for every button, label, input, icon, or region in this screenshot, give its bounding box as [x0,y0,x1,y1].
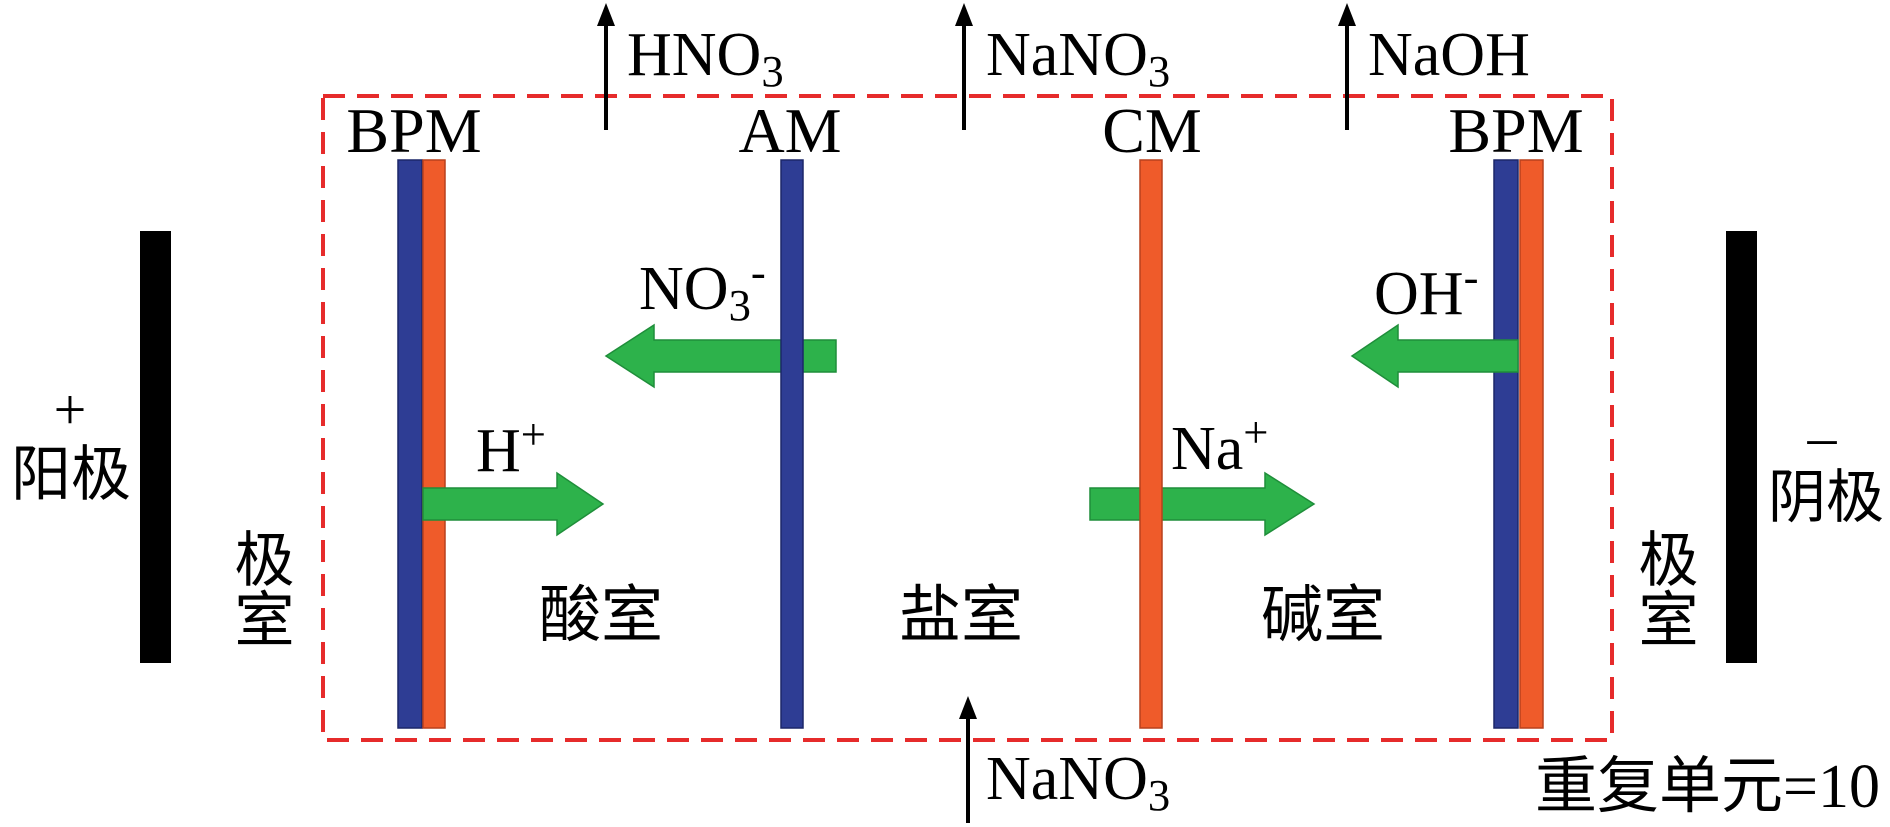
compartment-label-acid: 酸室 [538,582,664,650]
right-bpm-anion-layer [1493,159,1519,729]
nitrate-flow-arrow [604,323,837,389]
cathode-label: 阴极 [1767,465,1884,530]
feed-label-nano3: NaNO3 [986,745,1171,821]
salt-outlet-arrow [955,3,973,130]
cathode-sign: – [1807,404,1837,469]
anode-sign: + [53,377,87,442]
cathode-electrode [1726,231,1757,663]
ion-label-sodium: Na+ [1171,406,1269,483]
compartment-label-salt: 盐室 [898,582,1024,650]
outlet-label-naoh: NaOH [1368,21,1530,89]
membrane-label-cm: CM [1102,95,1202,166]
compartment-label-left-electrode: 极室 [226,528,292,648]
formula-subscript: 3 [1147,46,1171,97]
base-outlet-arrow [1338,3,1356,130]
right-bpm-cation-layer [1519,159,1544,729]
compartment-label-right-electrode: 极室 [1630,528,1696,648]
salt-feed-arrow [959,696,977,823]
ion-charge-superscript: - [1463,251,1479,302]
left-bpm-cation-layer [422,159,446,729]
membrane-label-right-bpm: BPM [1448,95,1584,166]
right-bipolar-membrane [1493,159,1544,729]
left-bpm-anion-layer [397,159,423,729]
formula-subscript: 3 [728,280,751,331]
membrane-label-left-bpm: BPM [346,95,482,166]
anode-electrode [140,231,171,663]
acid-outlet-arrow [597,3,615,130]
cation-exchange-membrane [1139,159,1163,729]
ion-label-nitrate: NO3- [639,246,766,331]
formula-subscript: 3 [1147,770,1171,821]
repeat-unit-boundary [321,94,1614,742]
compartment-label-base: 碱室 [1260,582,1386,650]
ion-charge-superscript: + [520,408,546,459]
repeat-unit-label: 重复单元=10 [1535,753,1880,821]
outlet-label-nano3: NaNO3 [986,21,1171,97]
anion-exchange-membrane [780,159,804,729]
ion-charge-superscript: + [1243,406,1269,457]
left-bipolar-membrane [397,159,446,729]
hydroxide-flow-arrow [1350,323,1519,389]
anode-label: 阳极 [11,442,131,508]
ion-label-hydroxide: OH- [1374,251,1479,328]
formula-subscript: 3 [761,46,784,97]
membrane-label-am: AM [738,95,842,166]
outlet-label-hno3: HNO3 [627,21,784,97]
hydrogen-flow-arrow [422,471,605,537]
ion-charge-superscript: - [750,246,766,297]
ion-label-hydrogen: H+ [476,408,546,485]
